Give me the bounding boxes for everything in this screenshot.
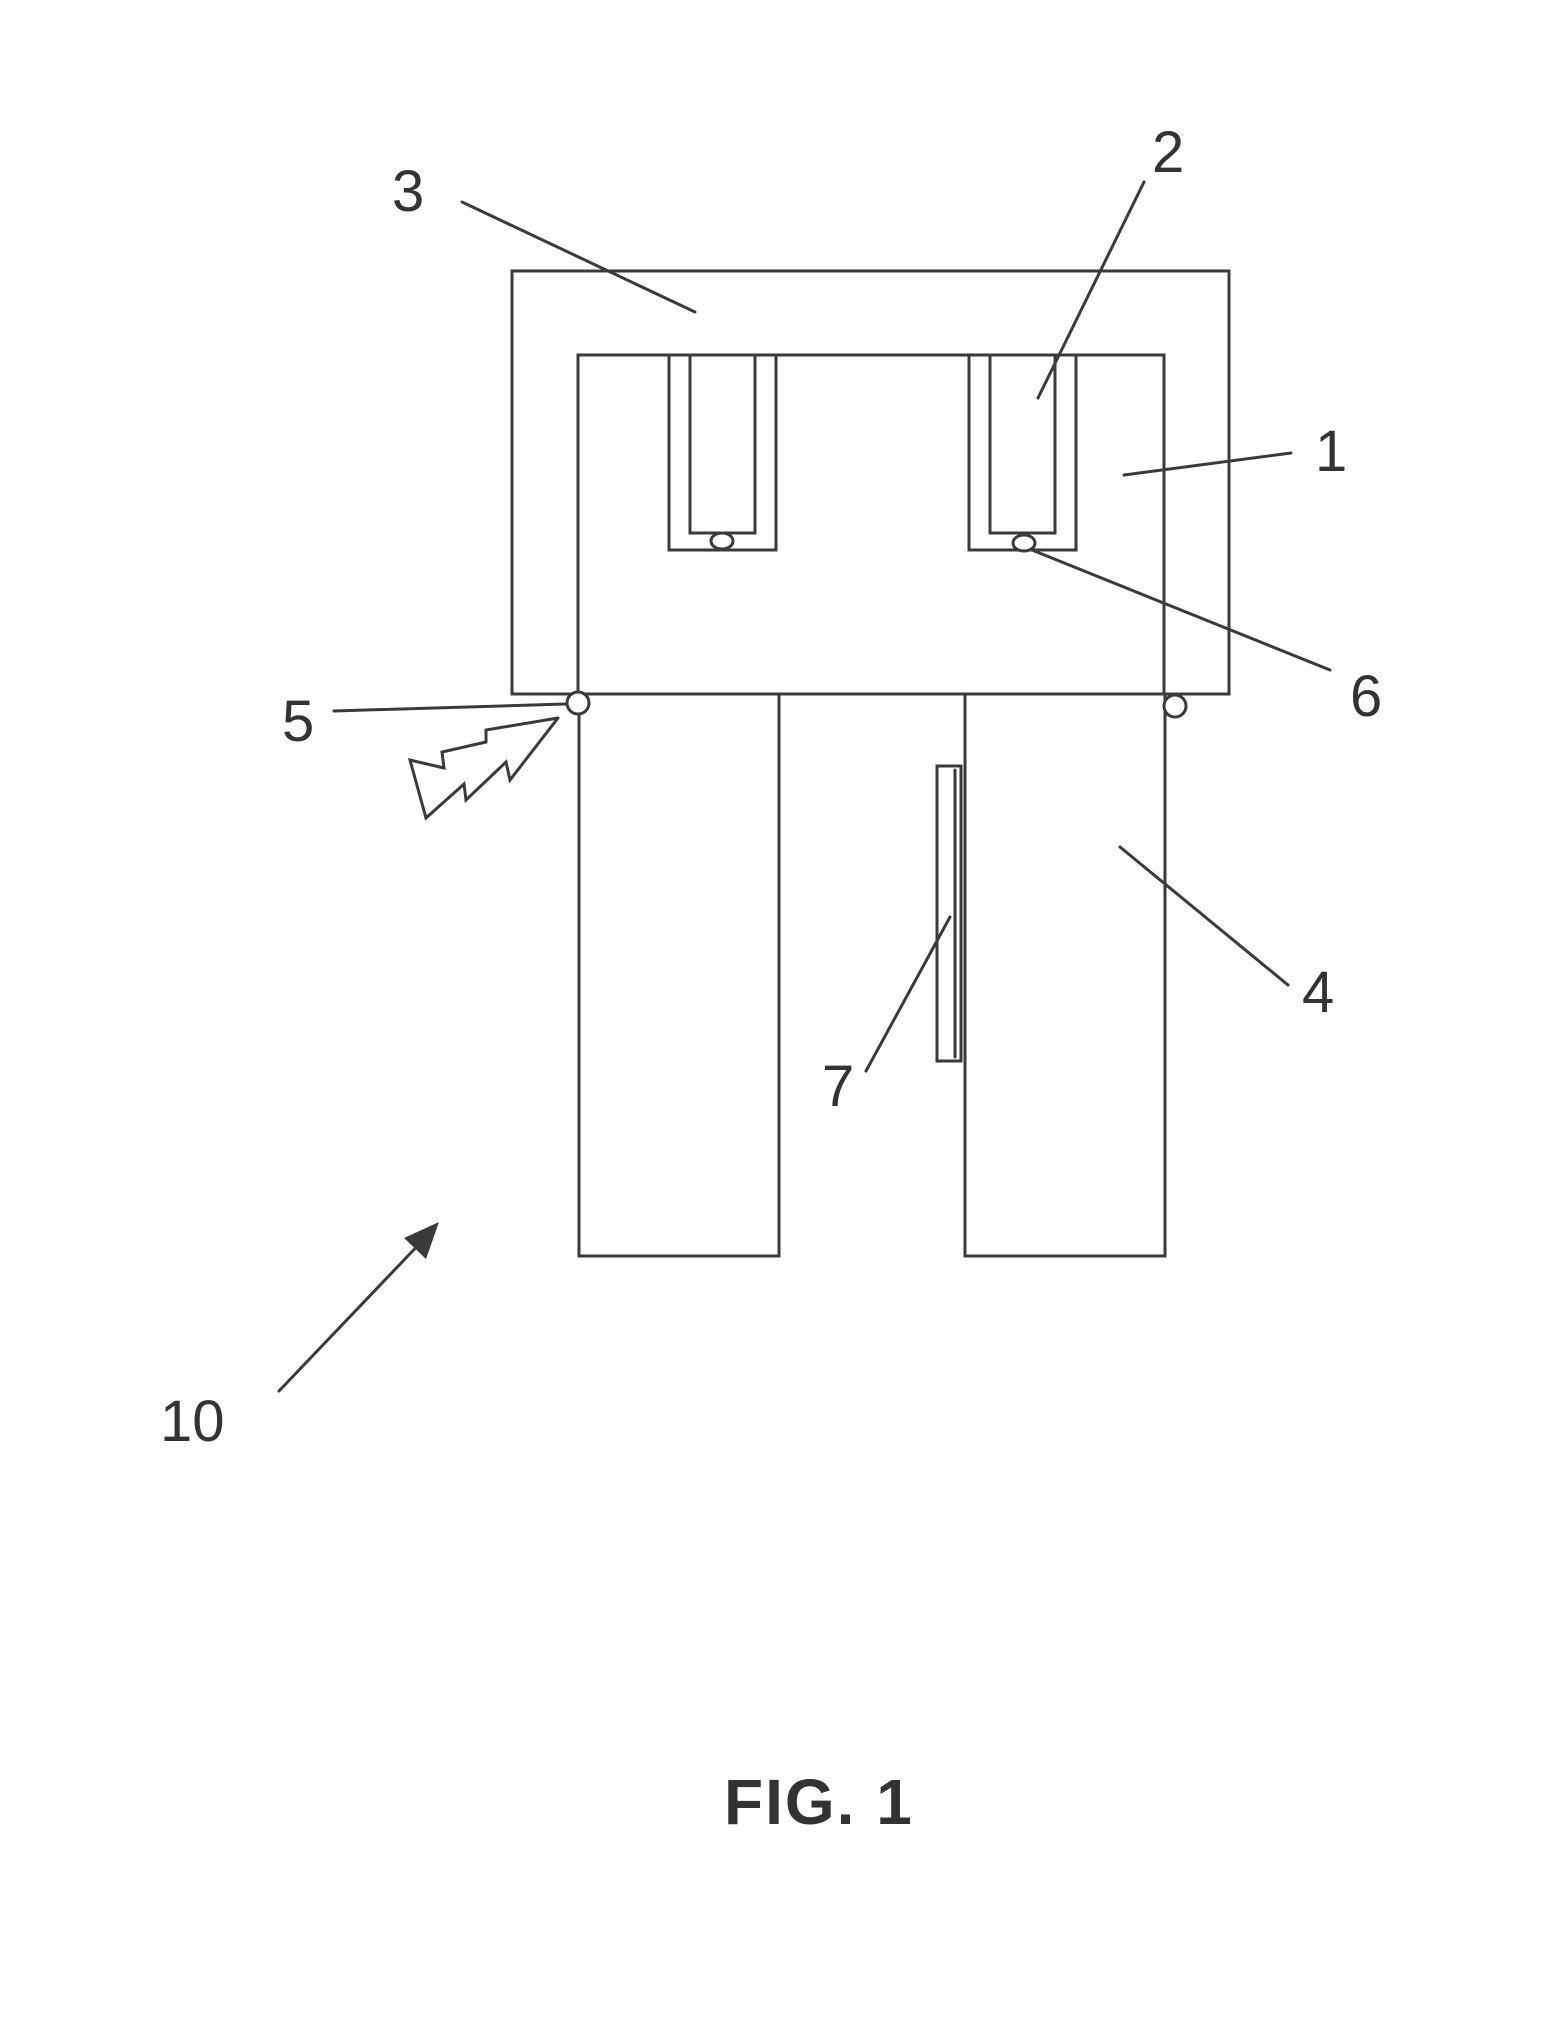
ref-label-3: 3 [392,159,424,224]
leader-4 [1118,845,1290,987]
ref-label-2: 2 [1152,120,1184,185]
assembly-arrow-head [404,1222,439,1259]
figure-caption: FIG. 1 [724,1766,914,1838]
left-leg [577,692,781,1258]
leader-1 [1122,451,1293,477]
assembly-arrow-line [277,1236,427,1393]
leader-2 [1036,180,1146,400]
leader-5 [332,702,567,713]
right-sensor [1162,693,1188,719]
left-slot-inner [688,353,757,535]
ref-label-4: 4 [1302,960,1334,1025]
ref-label-10: 10 [160,1389,225,1454]
left-sensor [565,690,591,716]
left-slot-ball [709,531,735,551]
strip-element [935,764,963,1063]
ref-label-7: 7 [822,1054,854,1119]
leader-3 [460,200,697,314]
ref-label-6: 6 [1350,664,1382,729]
ref-label-5: 5 [282,689,314,754]
leader-6 [1030,548,1332,672]
right-leg [963,692,1167,1258]
leader-7 [864,915,952,1073]
ref-label-1: 1 [1315,419,1347,484]
right-slot-ball [1011,533,1037,553]
wireless-signal-icon [407,716,560,821]
